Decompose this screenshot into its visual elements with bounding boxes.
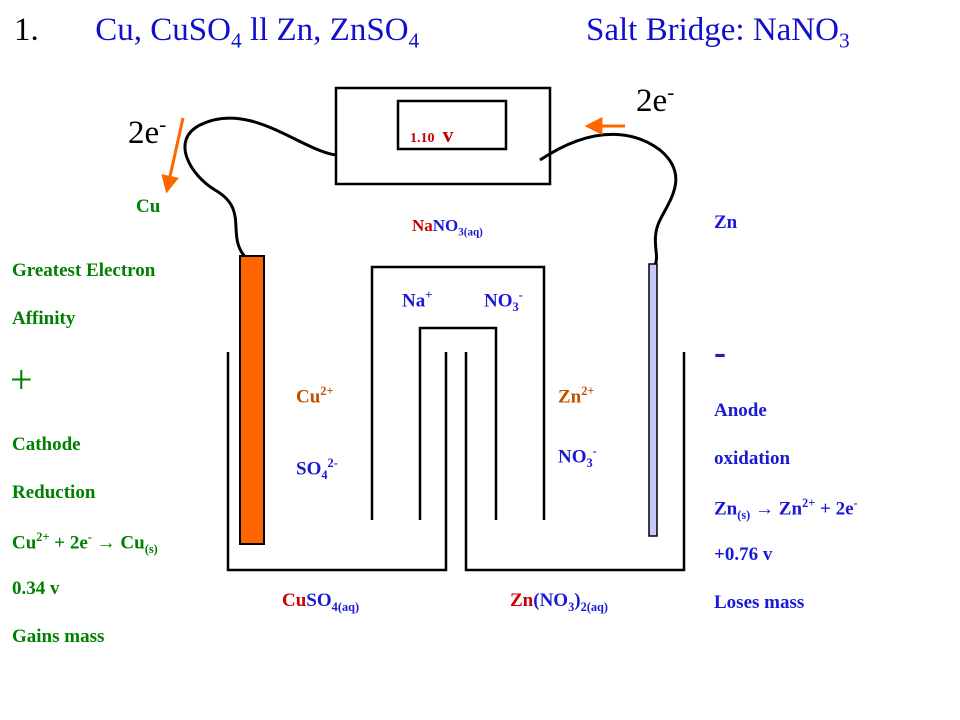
right-solution-label: Zn(NO3)2(aq) [510, 590, 609, 614]
reduction-label: Reduction [12, 482, 96, 503]
reduction-equation: Cu2+ + 2e- → Cu(s) [12, 530, 158, 557]
bridge-cation-label: Na+ [402, 288, 433, 312]
left-solution-label: CuSO4(aq) [282, 590, 360, 614]
left-electron-label: 2e- [128, 112, 167, 151]
anode-label: Anode [714, 400, 767, 421]
right-electron-label: 2e- [636, 80, 675, 119]
left-beaker [226, 352, 448, 572]
anode-mass-note: Loses mass [714, 592, 805, 613]
title-number: 1. [14, 12, 39, 48]
right-wire [539, 132, 678, 266]
cathode-sign: + [10, 357, 33, 402]
bridge-anion-label: NO3- [484, 288, 523, 315]
cathode-label: Cathode [12, 434, 81, 455]
left-electron-arrow [161, 117, 185, 194]
right-beaker [464, 352, 686, 572]
anode-sign: - [714, 332, 726, 372]
oxidation-label: oxidation [714, 448, 791, 469]
cathode-note-electron-affinity-2: Affinity [12, 308, 76, 329]
copper-label: Cu [136, 196, 161, 217]
cathode-potential: 0.34 v [12, 578, 60, 599]
diagram-title: 1. Cu, CuSO4 ll Zn, ZnSO4 [14, 12, 419, 54]
zinc-label: Zn [714, 212, 738, 233]
cathode-mass-note: Gains mass [12, 626, 105, 647]
left-anion-label: SO42- [296, 456, 338, 483]
right-anion-label: NO3- [558, 444, 597, 471]
left-wire [183, 116, 337, 260]
salt-bridge-title: Salt Bridge: NaNO3 [586, 12, 850, 53]
voltmeter-display [396, 99, 508, 151]
salt-bridge-solution-label: NaNO3(aq) [412, 216, 483, 239]
left-cation-label: Cu2+ [296, 384, 334, 408]
oxidation-equation: Zn(s) → Zn2+ + 2e- [714, 496, 858, 523]
zinc-electrode [648, 263, 658, 537]
voltmeter-box [334, 86, 552, 186]
cathode-note-electron-affinity-1: Greatest Electron [12, 260, 156, 281]
voltmeter-reading: 1.10 v [410, 122, 454, 147]
salt-bridge-inner [418, 326, 498, 520]
salt-bridge-outer [370, 265, 546, 520]
right-cation-label: Zn2+ [558, 384, 595, 408]
copper-electrode [239, 255, 265, 545]
anode-potential: +0.76 v [714, 544, 773, 565]
cell-notation: Cu, CuSO4 ll Zn, ZnSO4 [95, 12, 420, 53]
